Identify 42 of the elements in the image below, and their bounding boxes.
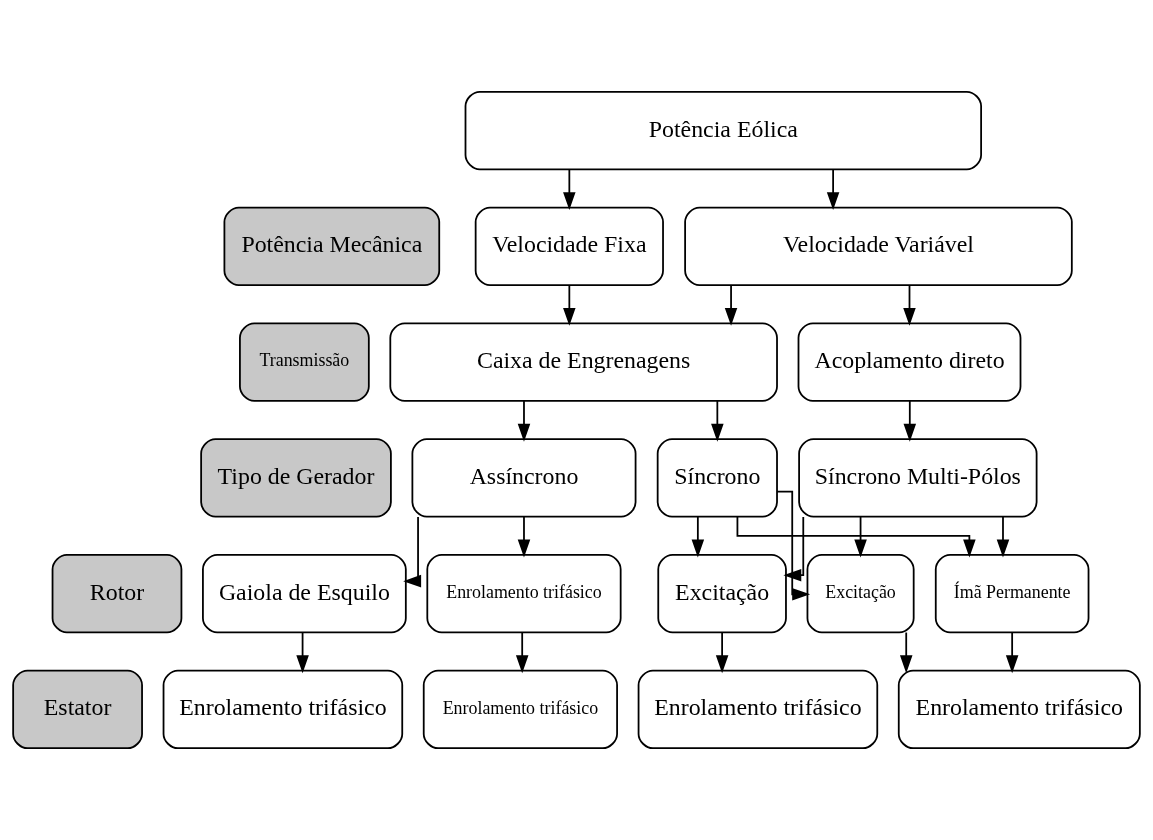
arrow (691, 515, 705, 558)
arrow (715, 631, 729, 674)
node-box: Ímã Permanente (934, 553, 1090, 634)
node-box: Potência Mecânica (223, 206, 441, 287)
node-box: Enrolamento trifásico (637, 669, 879, 750)
node-box: Enrolamento trifásico (162, 669, 404, 750)
arrow (296, 631, 309, 674)
arrow (563, 168, 576, 211)
arrow (826, 168, 840, 211)
arrow (854, 515, 867, 558)
node-box: Potência Eólica (464, 90, 982, 171)
arrow (1005, 631, 1019, 674)
arrow (783, 516, 805, 582)
node-box: Velocidade Variável (684, 206, 1073, 287)
node-box: Caixa de Engrenagens (389, 322, 778, 402)
node-box: Excitação (806, 553, 915, 634)
node-box: Gaiola de Esquilo (202, 553, 407, 634)
node-box: Enrolamento trifásico (426, 553, 622, 634)
arrow (903, 284, 916, 326)
node-box: Síncrono (656, 438, 778, 518)
arrow (515, 631, 529, 674)
arrow (996, 515, 1010, 558)
node-box: Rotor (51, 553, 183, 634)
node-box: Excitação (657, 553, 787, 634)
node-box: Síncrono Multi-Pólos (798, 438, 1038, 518)
arrow (711, 400, 724, 442)
node-box: Estator (12, 669, 143, 750)
arrow (899, 631, 913, 674)
node-box: Tipo de Gerador (200, 438, 392, 518)
node-box: Acoplamento direto (797, 322, 1022, 402)
arrow (736, 515, 976, 558)
node-box: Assíncrono (411, 438, 637, 518)
arrow (403, 516, 422, 588)
arrow (903, 400, 917, 442)
arrow (517, 515, 531, 558)
node-box: Velocidade Fixa (474, 206, 664, 287)
arrow (724, 284, 738, 326)
arrow (563, 284, 576, 326)
node-box: Transmissão (239, 322, 370, 402)
arrow (517, 400, 531, 442)
node-box: Enrolamento trifásico (422, 669, 618, 750)
node-box: Enrolamento trifásico (897, 669, 1141, 750)
